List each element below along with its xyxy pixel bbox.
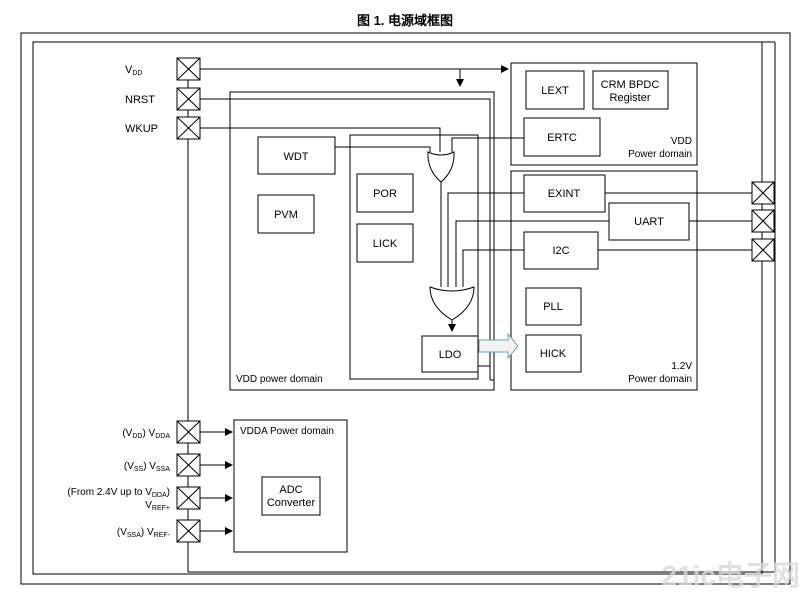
wkup-pin-label: WKUP	[125, 123, 158, 135]
svg-text:PLL: PLL	[543, 301, 563, 313]
ldo-output-arrow	[478, 332, 519, 360]
outer-frame	[20, 32, 791, 585]
svg-text:EXINT: EXINT	[548, 188, 581, 200]
vdd-power-domain	[229, 91, 495, 391]
svg-text:HICK: HICK	[540, 348, 567, 360]
por-block: POR	[356, 173, 414, 213]
svg-text:POR: POR	[373, 188, 397, 200]
v12-domain-label1: 1.2V	[671, 361, 692, 372]
vdd-pin-pad	[176, 57, 201, 81]
lick-block: LICK	[356, 223, 414, 263]
uart-block: UART	[608, 202, 690, 241]
wkup-line	[200, 127, 441, 152]
svg-text:LICK: LICK	[373, 238, 398, 250]
wkup-pin-pad	[176, 116, 201, 140]
vrefp-pin-label-line1: (From 2.4V up to VDDA)	[67, 487, 170, 499]
i2c-pin-pad	[751, 238, 775, 262]
chip-boundary	[32, 41, 763, 575]
v12-domain-label2: Power domain	[628, 374, 692, 385]
wdt-block: WDT	[257, 136, 336, 175]
v12-power-domain	[510, 170, 698, 391]
or-gate-top	[427, 151, 455, 183]
svg-text:I2C: I2C	[552, 245, 569, 257]
svg-text:PVM: PVM	[274, 209, 298, 221]
uart-pin-pad	[751, 209, 775, 233]
ldo-block: LDO	[421, 335, 479, 373]
i2c-wire	[462, 249, 524, 287]
svg-text:Register: Register	[610, 92, 651, 104]
svg-text:CRM BPDC: CRM BPDC	[601, 79, 660, 91]
ertc-to-or-wire	[451, 137, 524, 152]
vssa-pin-label: (VSS) VSSA	[124, 461, 170, 473]
figure-title: 图 1. 电源域框图	[357, 13, 453, 28]
vdd-pin-label: VDD	[125, 64, 142, 77]
watermark: 21ic电子网	[662, 560, 801, 591]
vrefp-pin-pad	[176, 486, 201, 510]
svg-text:LDO: LDO	[439, 349, 462, 361]
nrst-pin-pad	[176, 87, 201, 111]
vdda-power-domain	[233, 419, 348, 553]
vrefm-pin-label: (VSSA) VREF-	[117, 527, 171, 539]
exint-pin-pad	[751, 181, 775, 205]
inner-region	[349, 134, 479, 380]
nrst-pin-label: NRST	[125, 94, 155, 106]
i2c-block: I2C	[523, 231, 599, 270]
svg-text:UART: UART	[634, 216, 664, 228]
nrst-line	[200, 98, 491, 380]
svg-text:ERTC: ERTC	[547, 132, 577, 144]
vrefp-pin-label-line2: VREF+	[145, 500, 170, 512]
vdda-domain-label: VDDA Power domain	[240, 426, 334, 437]
vdd-power-domain-label: VDD power domain	[236, 374, 323, 385]
pll-block: PLL	[525, 287, 582, 326]
pvm-block: PVM	[257, 194, 315, 234]
vrefm-pin-pad	[176, 519, 201, 543]
wdt-to-or-wire	[335, 146, 431, 152]
lext-block: LEXT	[525, 70, 585, 110]
svg-text:WDT: WDT	[283, 151, 308, 163]
vssa-pin-pad	[176, 453, 201, 477]
exint-wire	[447, 192, 524, 287]
svg-text:Converter: Converter	[267, 497, 316, 509]
exint-block: EXINT	[523, 174, 606, 213]
vdd-top-domain-label2: Power domain	[628, 149, 692, 160]
vdda-pin-pad	[176, 420, 201, 444]
svg-text:LEXT: LEXT	[541, 85, 569, 97]
or-gate-bottom	[429, 286, 475, 321]
hick-block: HICK	[525, 334, 582, 373]
vdd-top-domain	[510, 62, 698, 166]
uart-wire	[455, 220, 609, 287]
vdda-pin-label: (VDD) VDDA	[122, 428, 170, 440]
vdd-top-domain-label1: VDD	[671, 136, 692, 147]
svg-text:ADC: ADC	[279, 484, 302, 496]
ertc-block: ERTC	[523, 117, 601, 157]
